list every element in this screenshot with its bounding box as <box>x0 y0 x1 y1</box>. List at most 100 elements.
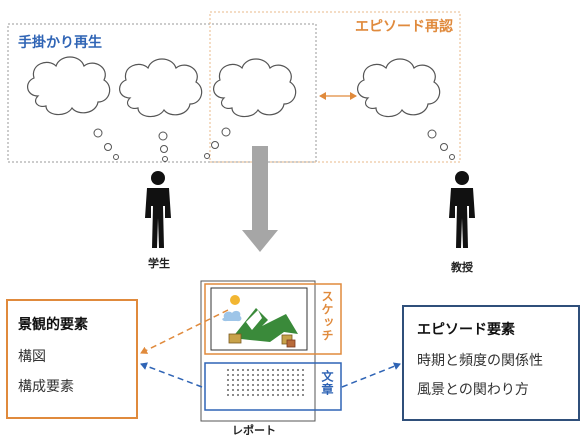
text-to-scenic-arrow <box>140 362 203 388</box>
text-dot <box>227 394 229 396</box>
thought-bubble-dot <box>427 129 437 139</box>
professor-label: 教授 <box>451 261 473 274</box>
text-dot <box>247 374 249 376</box>
text-dot <box>292 379 294 381</box>
text-dot <box>282 384 284 386</box>
text-dot <box>277 379 279 381</box>
text-placeholder-dots <box>227 369 304 396</box>
text-dot <box>227 384 229 386</box>
report-frame <box>200 280 316 422</box>
text-dot <box>227 369 229 371</box>
cloud-icon <box>222 310 242 322</box>
text-dot <box>302 389 304 391</box>
thought-bubble-dot <box>93 128 103 138</box>
episode-item-timing: 時期と頻度の関係性 <box>417 353 543 369</box>
text-dot <box>257 394 259 396</box>
text-dot <box>237 384 239 386</box>
text-dot <box>262 384 264 386</box>
text-dot <box>227 374 229 376</box>
text-dot <box>262 389 264 391</box>
professor-figure <box>449 171 475 248</box>
text-dot <box>287 374 289 376</box>
text-dot <box>242 389 244 391</box>
report-label: レポート <box>232 424 276 437</box>
text-dot <box>282 379 284 381</box>
text-to-episode-arrow <box>341 362 401 388</box>
down-arrow-head <box>242 230 278 252</box>
episode-item-relation: 風景との関わり方 <box>417 382 529 398</box>
text-dot <box>247 389 249 391</box>
sketch-label: スケッチ <box>320 290 334 342</box>
text-dot <box>282 374 284 376</box>
cued-recall-region <box>7 23 317 163</box>
thought-bubble-dot <box>211 141 219 149</box>
text-dot <box>282 389 284 391</box>
text-dot <box>252 374 254 376</box>
sketch-box <box>204 283 342 355</box>
thought-bubble-dot <box>204 153 210 159</box>
mountain-snow <box>246 310 262 330</box>
text-dot <box>267 379 269 381</box>
text-dot <box>302 394 304 396</box>
text-dot <box>242 384 244 386</box>
text-dot <box>247 394 249 396</box>
text-dot <box>277 394 279 396</box>
text-dot <box>272 374 274 376</box>
cued-recall-title: 手掛かり再生 <box>18 35 102 51</box>
text-dot <box>257 369 259 371</box>
text-dot <box>227 379 229 381</box>
text-dot <box>237 374 239 376</box>
thought-bubble-dot <box>221 127 231 137</box>
text-dot <box>292 384 294 386</box>
text-dot <box>242 394 244 396</box>
text-dot <box>262 394 264 396</box>
text-dot <box>242 379 244 381</box>
thought-cloud-3 <box>212 58 297 118</box>
text-dot <box>287 389 289 391</box>
thought-cloud-2 <box>118 58 203 118</box>
text-dot <box>232 389 234 391</box>
text-dot <box>297 394 299 396</box>
thought-bubble-dot <box>449 154 455 160</box>
text-dot <box>252 369 254 371</box>
text-dot <box>252 394 254 396</box>
text-dot <box>257 389 259 391</box>
text-dot <box>272 384 274 386</box>
thought-cloud-1 <box>26 56 111 116</box>
thought-cloud-4 <box>356 58 441 118</box>
text-dot <box>277 369 279 371</box>
text-dot <box>262 374 264 376</box>
text-dot <box>302 379 304 381</box>
text-dot <box>247 369 249 371</box>
text-dot <box>237 379 239 381</box>
text-dot <box>232 384 234 386</box>
text-dot <box>242 374 244 376</box>
text-dot <box>297 389 299 391</box>
thought-bubble-dot <box>160 145 168 153</box>
thought-bubble-dot <box>113 154 119 160</box>
text-dot <box>302 384 304 386</box>
text-dot <box>257 374 259 376</box>
text-dot <box>237 394 239 396</box>
text-dot <box>292 369 294 371</box>
text-label: 文章 <box>320 370 334 396</box>
text-dot <box>292 394 294 396</box>
text-dot <box>297 384 299 386</box>
text-dot <box>267 369 269 371</box>
mountain-icon <box>232 308 298 342</box>
episode-elements-box <box>402 305 580 421</box>
text-dot <box>237 369 239 371</box>
text-dot <box>252 379 254 381</box>
text-dot <box>227 389 229 391</box>
house-icon <box>286 339 296 348</box>
text-dot <box>272 379 274 381</box>
scenic-item-composition: 構図 <box>18 349 46 365</box>
scenic-item-components: 構成要素 <box>18 379 74 395</box>
text-dot <box>297 369 299 371</box>
text-dot <box>277 389 279 391</box>
text-dot <box>262 369 264 371</box>
text-dot <box>287 379 289 381</box>
text-dot <box>232 394 234 396</box>
sketch-to-scenic-arrow <box>140 309 229 354</box>
text-dot <box>247 384 249 386</box>
